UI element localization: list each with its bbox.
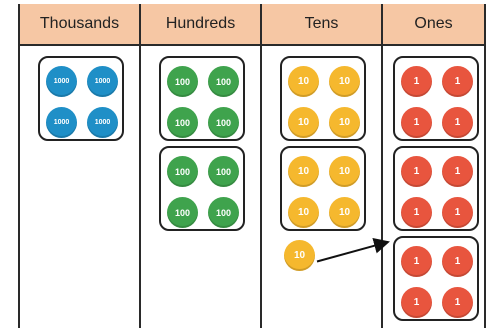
thousands-counter: 1000 <box>87 107 118 138</box>
thousands-counter: 1000 <box>46 66 77 97</box>
thousands-counter: 1000 <box>87 66 118 97</box>
ones-header: Ones <box>383 4 484 46</box>
tens-column: Tens 10 10 10 10 10 10 10 10 10 <box>260 4 381 328</box>
hundreds-counter: 100 <box>208 107 239 138</box>
tens-counter: 10 <box>288 156 319 187</box>
thousands-counter: 1000 <box>46 107 77 138</box>
ones-counter: 1 <box>401 246 432 277</box>
tens-counter: 10 <box>284 240 315 271</box>
ones-counter: 1 <box>401 107 432 138</box>
ones-counter: 1 <box>401 197 432 228</box>
hundreds-counter: 100 <box>167 66 198 97</box>
tens-counter: 10 <box>288 107 319 138</box>
ones-counter: 1 <box>442 287 473 318</box>
tens-header: Tens <box>262 4 381 46</box>
ones-counter: 1 <box>401 156 432 187</box>
hundreds-counter: 100 <box>208 197 239 228</box>
ones-counter: 1 <box>401 66 432 97</box>
hundreds-counter: 100 <box>167 156 198 187</box>
hundreds-header: Hundreds <box>141 4 260 46</box>
ones-counter: 1 <box>442 107 473 138</box>
ones-counter: 1 <box>442 66 473 97</box>
hundreds-counter: 100 <box>167 107 198 138</box>
tens-counter: 10 <box>288 66 319 97</box>
hundreds-counter: 100 <box>167 197 198 228</box>
thousands-column: Thousands 1000 1000 1000 1000 <box>18 4 139 328</box>
hundreds-group: 100 100 100 100 <box>159 56 245 141</box>
tens-counter: 10 <box>329 66 360 97</box>
tens-group: 10 10 10 10 <box>280 56 366 141</box>
thousands-group: 1000 1000 1000 1000 <box>38 56 124 141</box>
tens-counter: 10 <box>329 107 360 138</box>
ones-counter: 1 <box>442 156 473 187</box>
tens-counter: 10 <box>288 197 319 228</box>
tens-counter: 10 <box>329 197 360 228</box>
ones-counter: 1 <box>401 287 432 318</box>
hundreds-counter: 100 <box>208 156 239 187</box>
hundreds-column: Hundreds 100 100 100 100 100 100 100 100 <box>139 4 260 328</box>
tens-group: 10 10 10 10 <box>280 146 366 231</box>
thousands-header: Thousands <box>20 4 139 46</box>
ones-counter: 1 <box>442 246 473 277</box>
hundreds-group: 100 100 100 100 <box>159 146 245 231</box>
ones-counter: 1 <box>442 197 473 228</box>
hundreds-counter: 100 <box>208 66 239 97</box>
tens-counter: 10 <box>329 156 360 187</box>
